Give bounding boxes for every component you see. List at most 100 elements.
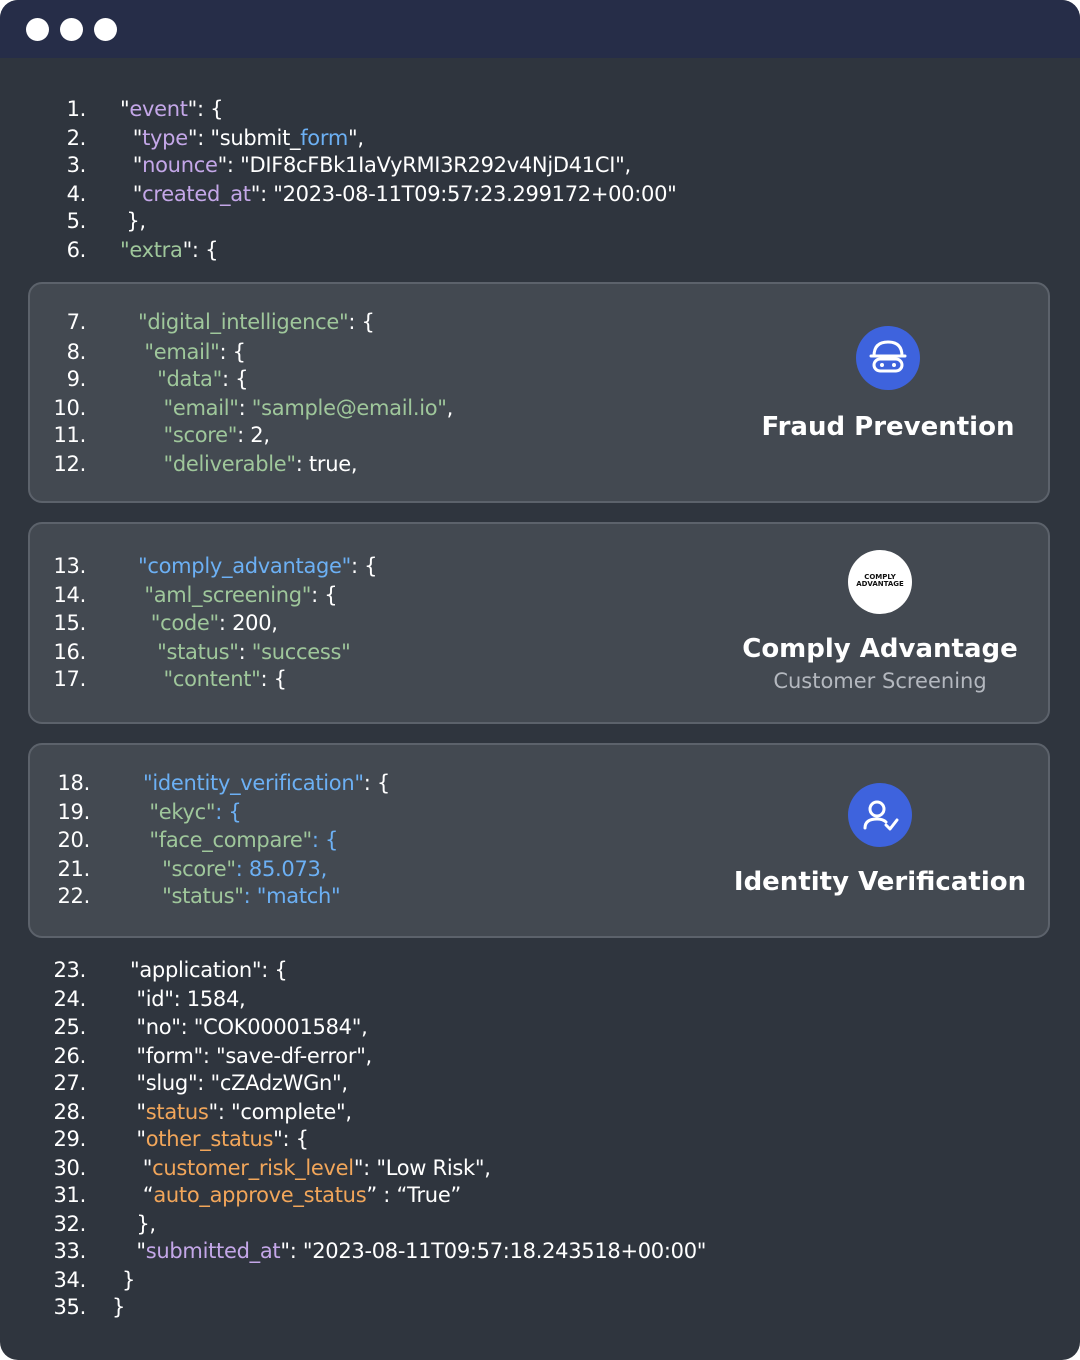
- code-line: 35.}: [0, 1293, 700, 1321]
- code-line: 10. "email": "sample@email.io",: [0, 394, 700, 422]
- code-line: 34.}: [0, 1266, 700, 1294]
- panel-fraud-prevention: 7."digital_intelligence": {8. "email": {…: [28, 282, 1050, 503]
- code-token: "email": [138, 340, 220, 364]
- line-number: 28.: [53, 1100, 87, 1124]
- code-token: "comply_advantage": [138, 554, 352, 578]
- code-token: ": [120, 126, 143, 150]
- code-line: 11. "score": 2,: [0, 421, 700, 449]
- code-token: "aml_screening": [138, 583, 312, 607]
- code-line: 30. "customer_risk_level": "Low Risk",: [0, 1154, 700, 1182]
- code-token: auto_approve_status: [153, 1183, 367, 1207]
- code-token: : {: [260, 667, 288, 691]
- code-token: "no": "COK00001584",: [130, 1015, 368, 1039]
- line-number: 16.: [53, 640, 87, 664]
- line-number: 1.: [66, 97, 87, 121]
- code-token: ": "DIF8cFBk1IaVyRMI3R292v4NjD41CI",: [217, 153, 632, 177]
- line-number: 9.: [66, 367, 87, 391]
- code-text: "created_at": "2023-08-11T09:57:23.29917…: [120, 180, 677, 208]
- code-token: ": {: [182, 238, 219, 262]
- code-line: 21. "score": 85.073,: [0, 855, 700, 883]
- code-text: "deliverable": true,: [138, 450, 358, 478]
- code-line: 12. "deliverable": true,: [0, 450, 700, 478]
- code-text: “auto_approve_status” : “True”: [130, 1181, 462, 1209]
- code-line: 26. "form": "save-df-error",: [0, 1042, 700, 1070]
- code-token: : {: [215, 800, 242, 824]
- line-number: 21.: [57, 857, 91, 881]
- line-number: 35.: [53, 1295, 87, 1319]
- code-token: }: [112, 1295, 126, 1319]
- code-line: 17. "content": {: [0, 665, 700, 693]
- code-token: : {: [221, 367, 249, 391]
- code-line: 32. },: [0, 1210, 700, 1238]
- line-number: 3.: [66, 153, 87, 177]
- code-text: "code": 200,: [138, 609, 278, 637]
- code-line: 3. "nounce": "DIF8cFBk1IaVyRMI3R292v4NjD…: [0, 151, 700, 179]
- code-line: 14. "aml_screening": {: [0, 581, 700, 609]
- line-number: 20.: [57, 828, 91, 852]
- code-line: 8. "email": {: [0, 338, 700, 366]
- code-text: "application": {: [130, 956, 288, 984]
- line-number: 14.: [53, 583, 87, 607]
- window-dot[interactable]: [94, 18, 117, 41]
- code-line: 16. "status": "success": [0, 638, 700, 666]
- code-text: },: [130, 1210, 156, 1238]
- line-number: 17.: [53, 667, 87, 691]
- line-number: 7.: [66, 310, 87, 334]
- line-number: 2.: [66, 126, 87, 150]
- code-text: "email": {: [138, 338, 246, 366]
- code-token: customer_risk_level: [152, 1156, 354, 1180]
- code-token: ": [120, 153, 143, 177]
- code-text: "submitted_at": "2023-08-11T09:57:18.243…: [130, 1237, 706, 1265]
- line-number: 30.: [53, 1156, 87, 1180]
- line-number: 5.: [66, 209, 87, 233]
- code-text: "ekyc": {: [143, 798, 241, 826]
- code-token: “: [130, 1183, 154, 1207]
- code-token: :: [238, 640, 252, 664]
- code-line: 13."comply_advantage": {: [0, 552, 700, 580]
- code-token: ": [130, 1156, 153, 1180]
- code-line: 4. "created_at": "2023-08-11T09:57:23.29…: [0, 180, 700, 208]
- code-line: 29. "other_status": {: [0, 1125, 700, 1153]
- code-text: "data": {: [138, 365, 248, 393]
- code-token: },: [130, 1212, 156, 1236]
- code-text: "customer_risk_level": "Low Risk",: [130, 1154, 491, 1182]
- code-line: 18."identity_verification": {: [0, 769, 700, 797]
- code-text: "no": "COK00001584",: [130, 1013, 367, 1041]
- window-dot[interactable]: [26, 18, 49, 41]
- code-line: 25. "no": "COK00001584",: [0, 1013, 700, 1041]
- code-line: 33. "submitted_at": "2023-08-11T09:57:18…: [0, 1237, 707, 1265]
- code-text: "slug": "cZAdzWGn",: [130, 1069, 348, 1097]
- code-token: status: [145, 1100, 209, 1124]
- code-token: "content": [138, 667, 261, 691]
- code-token: "data": [138, 367, 222, 391]
- code-text: "other_status": {: [130, 1125, 309, 1153]
- code-line: 19. "ekyc": {: [0, 798, 700, 826]
- window-dot[interactable]: [60, 18, 83, 41]
- code-line: 20. "face_compare": {: [0, 826, 700, 854]
- code-token: "deliverable": [138, 452, 297, 476]
- code-token: ,: [446, 396, 454, 420]
- line-number: 24.: [53, 987, 87, 1011]
- window-titlebar: [0, 0, 1080, 58]
- code-line: 2. "type": "submit_form",: [0, 124, 700, 152]
- code-line: 22. "status": "match": [0, 882, 700, 910]
- panel-identity-verification: 18."identity_verification": {19. "ekyc":…: [28, 743, 1050, 938]
- comply-advantage-logo: COMPLY ADVANTAGE: [848, 550, 912, 614]
- code-token: :: [238, 396, 252, 420]
- code-line: 7."digital_intelligence": {: [0, 308, 700, 336]
- line-number: 27.: [53, 1071, 87, 1095]
- code-text: "identity_verification": {: [143, 769, 390, 797]
- panel-title: Comply Advantage: [742, 634, 1018, 664]
- code-token: },: [120, 209, 146, 233]
- code-token: created_at: [142, 182, 251, 206]
- code-token: }: [122, 1268, 136, 1292]
- code-text: "nounce": "DIF8cFBk1IaVyRMI3R292v4NjD41C…: [120, 151, 631, 179]
- code-token: "id": 1584,: [130, 987, 246, 1011]
- code-token: ": "Low Risk",: [353, 1156, 491, 1180]
- code-text: "type": "submit_form",: [120, 124, 364, 152]
- line-number: 25.: [53, 1015, 87, 1039]
- code-line: 5. },: [0, 207, 700, 235]
- fraud-mask-icon: [856, 326, 920, 390]
- code-text: "status": "success": [138, 638, 351, 666]
- code-text: "score": 2,: [138, 421, 271, 449]
